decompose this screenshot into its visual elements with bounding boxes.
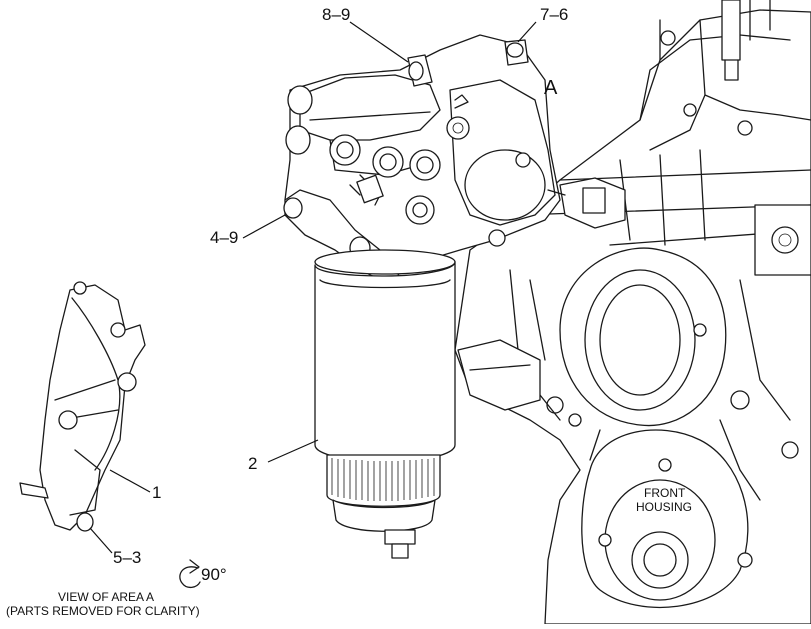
rotation-label: 90° [201, 565, 227, 584]
view-marker-a: A [544, 77, 558, 99]
leader-lines [89, 21, 537, 554]
front-housing [454, 0, 811, 625]
callout-2: 2 [248, 454, 257, 473]
callout-1: 1 [152, 483, 161, 502]
callout-7-6: 7–6 [540, 5, 568, 24]
mounting-bracket [19, 281, 146, 532]
callout-4-9: 4–9 [210, 228, 238, 247]
view-caption-line2: (PARTS REMOVED FOR CLARITY) [6, 604, 200, 618]
front-housing-label-line1: FRONT [644, 486, 686, 500]
rotation-arrow-icon [179, 559, 201, 589]
front-housing-label-line2: HOUSING [636, 500, 692, 514]
fuel-filter-base [283, 34, 626, 286]
view-caption-line1: VIEW OF AREA A [58, 590, 154, 604]
callout-5-3: 5–3 [113, 548, 141, 567]
callout-8-9: 8–9 [322, 5, 350, 24]
fuel-filter-canister [314, 249, 456, 559]
